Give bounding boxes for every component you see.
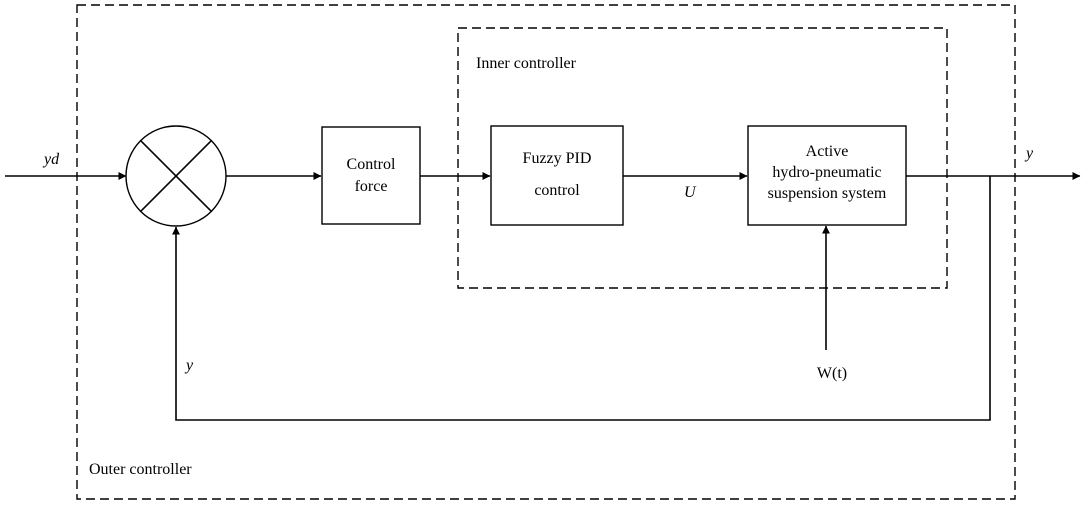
fuzzy-pid-label-line2: control (534, 182, 580, 199)
outer-controller-boundary (76, 4, 1016, 500)
disturbance-label: W(t) (817, 365, 847, 382)
control-signal-label: U (684, 184, 697, 201)
fuzzy-pid-label-line1: Fuzzy PID (523, 150, 592, 167)
suspension-label-line3: suspension system (768, 185, 887, 202)
control-force-label-line2: force (355, 178, 388, 195)
control-force-label-line1: Control (347, 156, 396, 173)
input-signal-label: yd (42, 151, 60, 168)
fuzzy-pid-block (490, 125, 624, 226)
output-signal-label: y (1024, 145, 1034, 162)
suspension-label-line1: Active (806, 143, 849, 160)
control-force-block (321, 126, 421, 225)
feedback-path (172, 176, 991, 421)
inner-controller-label: Inner controller (476, 55, 577, 72)
suspension-system-block (747, 125, 907, 226)
suspension-label-line2: hydro-pneumatic (772, 164, 881, 181)
outer-controller-label: Outer controller (89, 461, 192, 478)
summing-junction (125, 125, 227, 227)
feedback-signal-label: y (184, 357, 194, 374)
inner-controller-boundary (457, 27, 948, 289)
